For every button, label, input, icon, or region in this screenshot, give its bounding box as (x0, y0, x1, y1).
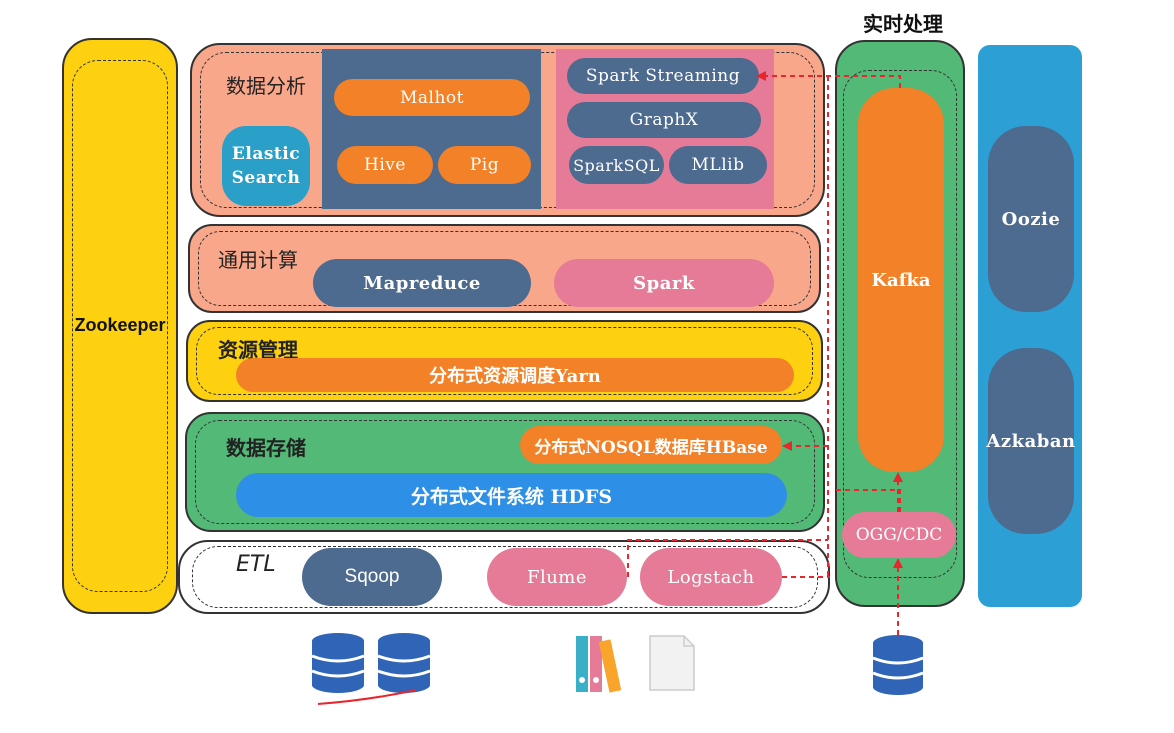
hbase-node: 分布式NOSQL数据库HBase (520, 426, 782, 464)
analysis-title: 数据分析 (226, 74, 306, 98)
realtime-title: 实时处理 (863, 12, 943, 36)
underline-scribble (317, 689, 417, 705)
hdfs-node: 分布式文件系统 HDFS (236, 473, 787, 517)
document-icon (649, 635, 695, 691)
zookeeper-dashed-border (72, 60, 168, 592)
hive-node: Hive (337, 146, 433, 184)
binders-icon (576, 636, 622, 693)
flume-node: Flume (487, 548, 627, 606)
storage-dashed-border (195, 420, 815, 524)
sparksql-node: SparkSQL (569, 146, 664, 184)
database-icon (311, 633, 365, 693)
azkaban-node: Azkaban (986, 348, 1075, 534)
logstash-node: Logstach (640, 548, 782, 606)
mapreduce-node: Mapreduce (313, 259, 531, 307)
storage-title: 数据存储 (226, 436, 306, 460)
ogg-cdc-node: OGG/CDC (842, 512, 956, 558)
resource-dashed-border (196, 327, 813, 395)
yarn-node: 分布式资源调度Yarn (236, 358, 794, 392)
zookeeper-label: Zookeeper (74, 315, 166, 335)
compute-title: 通用计算 (218, 248, 298, 272)
etl-title: ETL (236, 552, 276, 577)
zookeeper-panel (62, 38, 178, 614)
database-icon (377, 633, 431, 693)
spark-streaming-node: Spark Streaming (567, 58, 759, 94)
graphx-node: GraphX (567, 102, 761, 138)
realtime-dashed-border (843, 70, 957, 578)
elastic-search-node: Elastic Search (222, 126, 310, 206)
malhot-node: Malhot (334, 79, 530, 116)
realtime-database-icon (872, 635, 924, 695)
spark-node: Spark (554, 259, 774, 307)
kafka-to-spark-streaming-arrow (756, 71, 901, 88)
etl-to-kafka-dashed-line (627, 489, 901, 577)
etl-dashed-border (192, 546, 818, 608)
oozie-node: Oozie (988, 126, 1074, 312)
kafka-node: Kafka (858, 88, 944, 472)
mllib-node: MLlib (669, 146, 767, 184)
dataflow-arrows (627, 71, 903, 635)
sqoop-node: Sqoop (302, 548, 442, 606)
pig-node: Pig (438, 146, 531, 184)
